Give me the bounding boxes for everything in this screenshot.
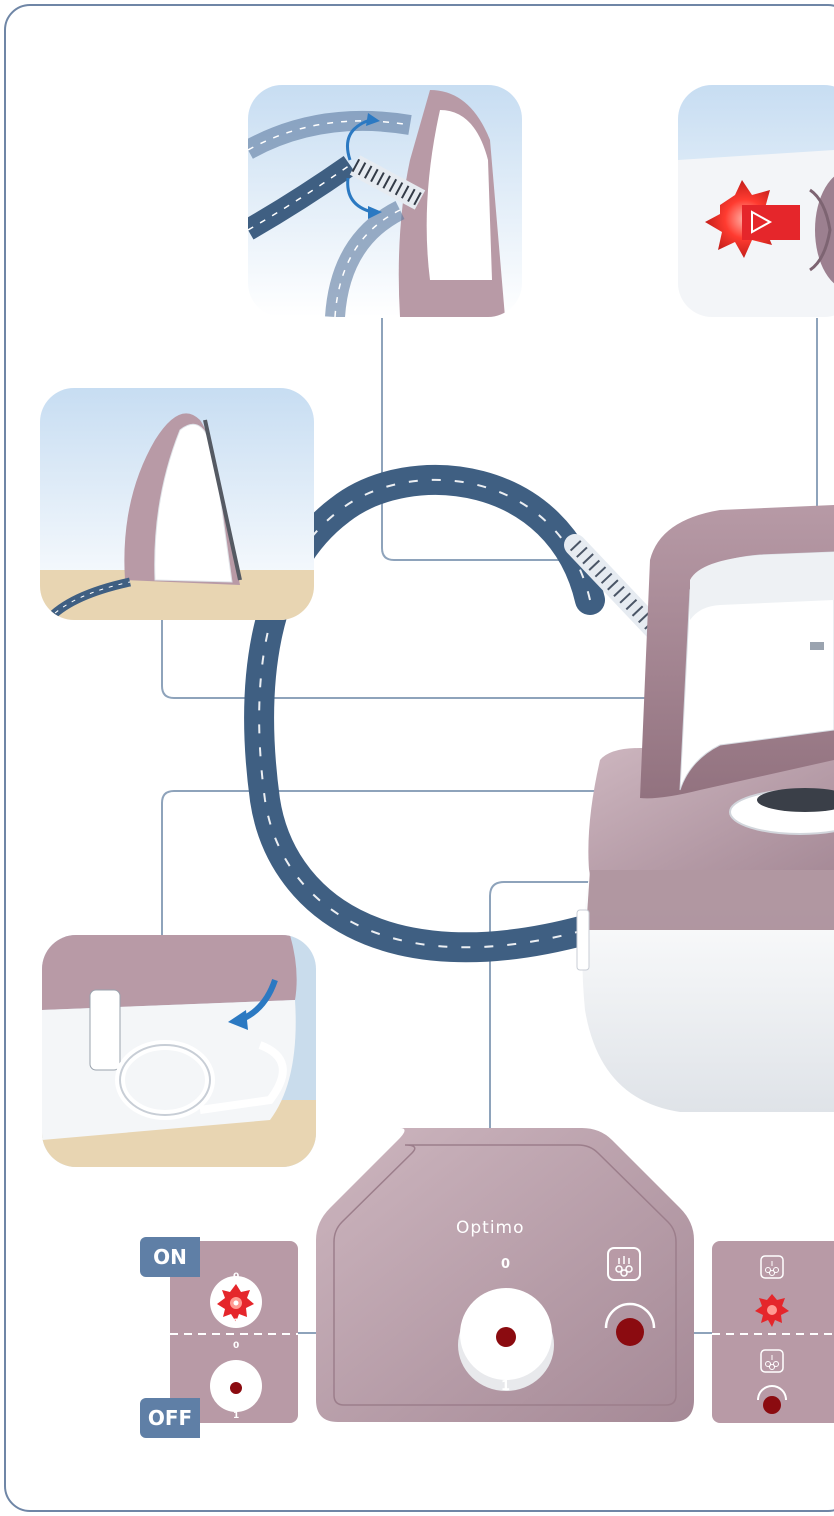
inset-hose-rotation [248, 85, 522, 317]
inset-cord-storage [42, 935, 316, 1167]
iron-on-base [640, 505, 834, 798]
off-dial-zero-label: 0 [233, 1341, 239, 1351]
on-dial-zero-label: 0 [233, 1272, 239, 1282]
dial-zero-label: 0 [501, 1257, 510, 1272]
control-panel [316, 1128, 694, 1422]
steam-icon [608, 1248, 640, 1280]
off-state-tag: OFF [140, 1398, 200, 1438]
inset-iron-rest [40, 388, 314, 620]
on-state-tag: ON [140, 1237, 200, 1277]
on-dial-one-label: 1 [233, 1318, 239, 1328]
steam-icon [761, 1350, 783, 1372]
dial-one-label: 1 [501, 1379, 510, 1394]
brand-label: Optimo [456, 1218, 525, 1238]
steam-state-panel [712, 1241, 834, 1423]
steam-icon [761, 1256, 783, 1278]
off-dial-one-label: 1 [233, 1411, 239, 1421]
inset-lock-button [678, 85, 834, 317]
steam-generator-base [577, 748, 834, 1112]
